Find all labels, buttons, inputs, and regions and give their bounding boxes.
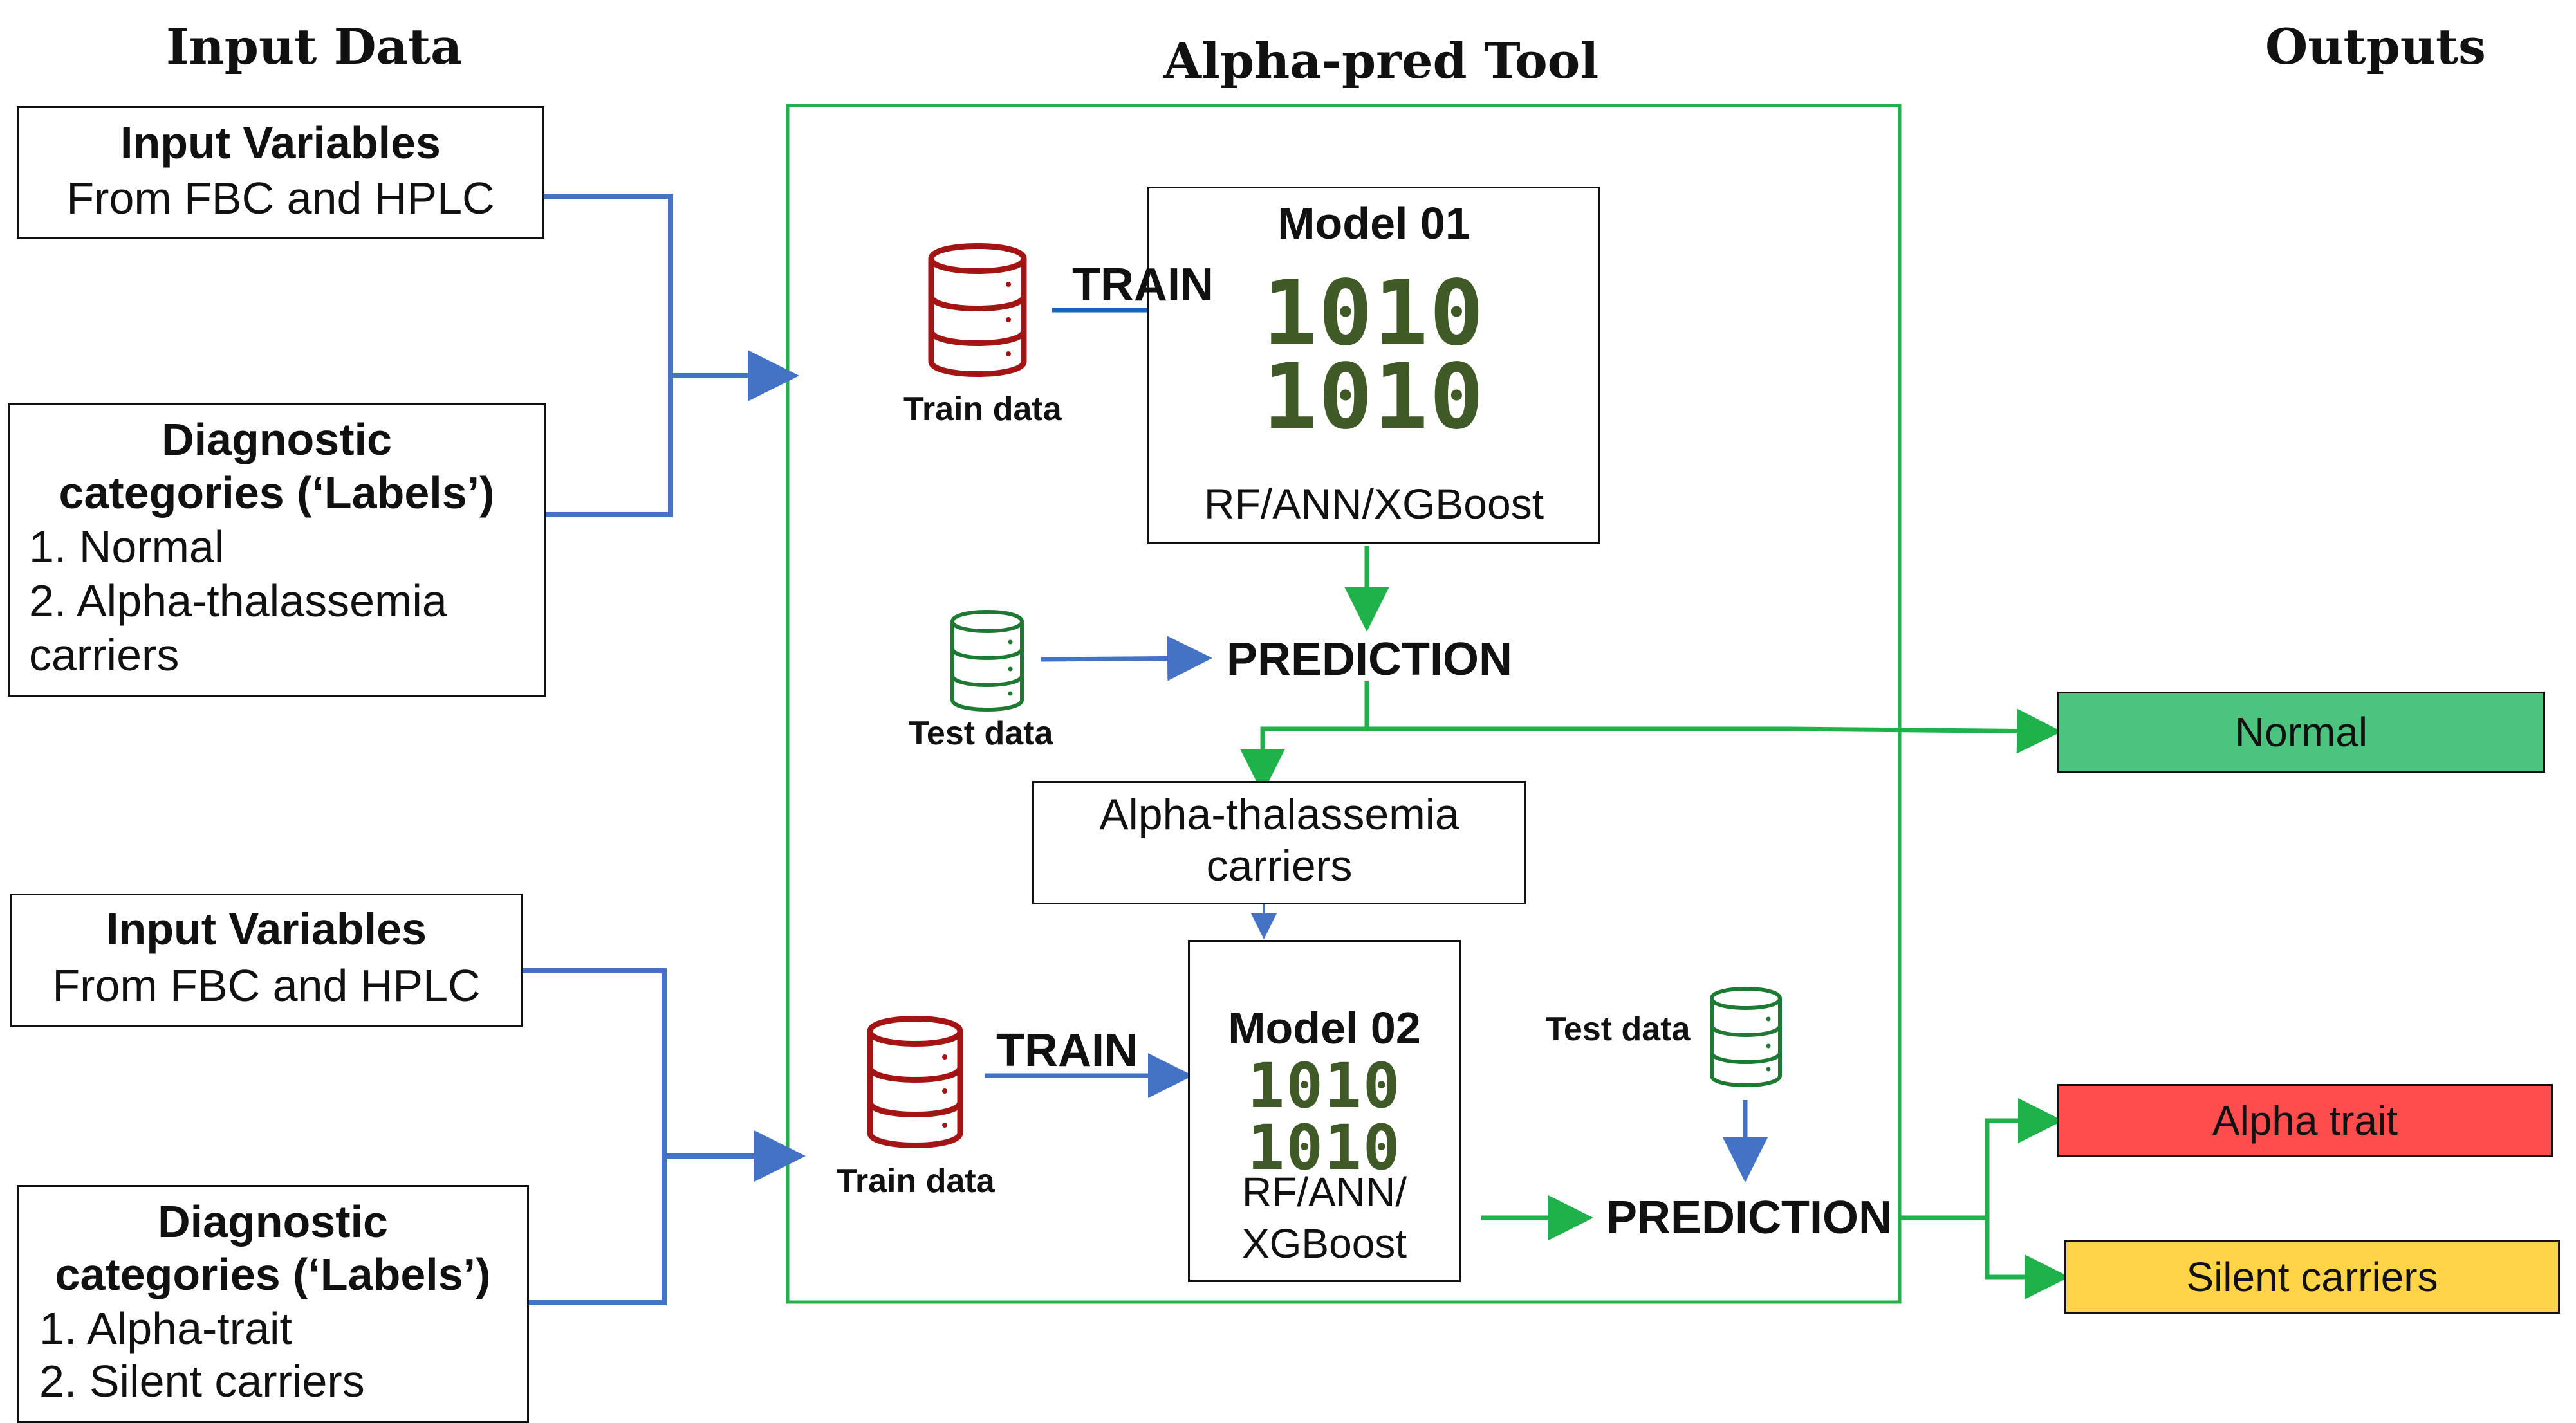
model-01-algorithms: RF/ANN/XGBoost xyxy=(1203,480,1544,528)
input-variables-box-2: Input Variables From FBC and HPLC xyxy=(10,894,523,1027)
top-input-connector xyxy=(525,194,799,517)
model-02-title: Model 02 xyxy=(1228,1003,1421,1053)
model-02-binary-row-2: 1010 xyxy=(1247,1112,1402,1184)
bottom-input-connector xyxy=(523,968,806,1305)
diagnostic-title-1b: categories (‘Labels’) xyxy=(59,468,495,518)
model-02-algorithms-line1: RF/ANN/ xyxy=(1242,1169,1407,1215)
outputs-header: Outputs xyxy=(2265,18,2486,75)
test-data-icon xyxy=(950,610,1024,712)
model-02-algorithms-line2: XGBoost xyxy=(1241,1220,1407,1267)
carriers-box-line2: carriers xyxy=(1206,841,1353,890)
train-data-icon xyxy=(928,243,1027,377)
output-normal-label: Normal xyxy=(2234,709,2368,755)
input-data-header: Input Data xyxy=(166,18,463,75)
diagnostic-item-silent-carriers: 2. Silent carriers xyxy=(39,1356,365,1406)
carriers-box-line1: Alpha-thalassemia xyxy=(1099,790,1459,839)
diagnostic-item-carriers: carriers xyxy=(29,630,180,680)
diagnostic-title-1a: Diagnostic xyxy=(162,414,392,464)
model-02-box: Model 02 1010 1010 RF/ANN/ XGBoost xyxy=(1188,940,1461,1282)
model-01-box: Model 01 1010 1010 RF/ANN/XGBoost xyxy=(1147,187,1600,544)
model-01-train-label: TRAIN xyxy=(1072,259,1214,311)
prediction2-split xyxy=(1900,1098,2070,1299)
output-silent-carriers-label: Silent carriers xyxy=(2186,1254,2438,1300)
test-data-icon-2 xyxy=(1710,987,1782,1087)
train-data-icon-2 xyxy=(867,1016,963,1148)
diagnostic-item-alpha-thal: 2. Alpha-thalassemia xyxy=(29,576,447,626)
diagnostic-categories-box-1: Diagnostic categories (‘Labels’) 1. Norm… xyxy=(8,403,546,697)
input-variables-subtitle-2: From FBC and HPLC xyxy=(52,960,481,1011)
alpha-thalassemia-carriers-box: Alpha-thalassemia carriers xyxy=(1032,781,1526,904)
diagnostic-item-normal: 1. Normal xyxy=(29,522,225,572)
prediction1-split xyxy=(1240,681,2062,794)
output-alpha-trait: Alpha trait xyxy=(2057,1084,2553,1157)
model-02-train-label: TRAIN xyxy=(996,1025,1138,1076)
model-01-test-data-label: Test data xyxy=(909,715,1053,752)
model-02-train-data-label: Train data xyxy=(837,1162,995,1200)
tool-boundary xyxy=(786,104,1902,1304)
model-01-train-data-label: Train data xyxy=(903,390,1062,428)
diagnostic-categories-box-2: Diagnostic categories (‘Labels’) 1. Alph… xyxy=(17,1185,529,1423)
model-01-binary-row-1: 1010 xyxy=(1263,261,1485,366)
model-01-binary-row-2: 1010 xyxy=(1263,345,1485,450)
diagnostic-title-2a: Diagnostic xyxy=(158,1197,388,1247)
input-variables-title-2: Input Variables xyxy=(106,904,427,954)
model1-test-arrow xyxy=(1041,636,1212,681)
model-02-binary-row-1: 1010 xyxy=(1247,1050,1402,1122)
output-alpha-trait-label: Alpha trait xyxy=(2212,1097,2398,1144)
input-variables-box-1: Input Variables From FBC and HPLC xyxy=(17,106,544,239)
output-normal: Normal xyxy=(2057,692,2545,773)
model-01-title: Model 01 xyxy=(1277,198,1470,248)
diagnostic-title-2b: categories (‘Labels’) xyxy=(55,1249,491,1299)
diagnostic-item-alpha-trait: 1. Alpha-trait xyxy=(39,1303,292,1354)
model-01-prediction-label: PREDICTION xyxy=(1227,634,1513,685)
output-silent-carriers: Silent carriers xyxy=(2064,1240,2560,1314)
input-variables-title-1: Input Variables xyxy=(120,118,441,168)
tool-header: Alpha-pred Tool xyxy=(1163,32,1599,89)
model-02-test-data-label: Test data xyxy=(1546,1011,1691,1048)
model-02-prediction-label: PREDICTION xyxy=(1606,1192,1893,1244)
input-variables-subtitle-1: From FBC and HPLC xyxy=(66,173,495,223)
